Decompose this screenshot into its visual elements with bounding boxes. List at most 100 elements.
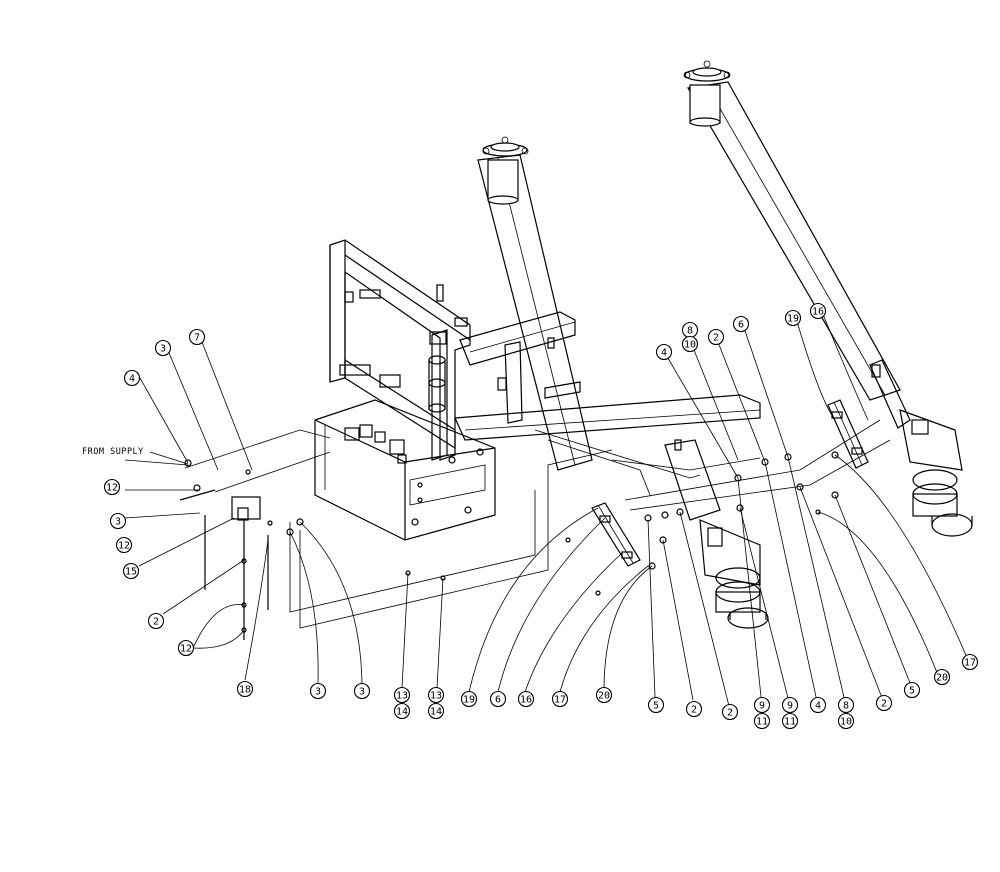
callout-14: 14 (427, 702, 445, 720)
callout-number: 18 (239, 685, 251, 696)
callout-circle (809, 302, 827, 320)
callout-number: 12 (118, 541, 130, 552)
callout-number: 2 (881, 699, 887, 710)
callout-circle (517, 690, 535, 708)
callout-circle (353, 682, 371, 700)
callout-number: 7 (194, 333, 200, 344)
callout-number: 10 (684, 340, 696, 351)
callout-number: 8 (843, 701, 849, 712)
callout-number: 20 (598, 691, 610, 702)
callout-number: 4 (129, 374, 135, 385)
callout-circle (753, 696, 771, 714)
callout-3: 3 (109, 512, 127, 530)
callout-circle (393, 686, 411, 704)
callout-11: 11 (781, 712, 799, 730)
callout-circle (177, 639, 195, 657)
callout-12: 12 (103, 478, 121, 496)
callout-number: 17 (554, 695, 566, 706)
callout-number: 10 (840, 717, 852, 728)
callout-number: 16 (812, 307, 824, 318)
leader-lines (124, 311, 969, 707)
callout-18: 18 (236, 680, 254, 698)
callout-number: 13 (396, 691, 408, 702)
callout-5: 5 (903, 681, 921, 699)
callout-17: 17 (551, 690, 569, 708)
callout-2: 2 (685, 700, 703, 718)
callout-number: 12 (106, 483, 118, 494)
callout-4: 4 (809, 696, 827, 714)
callout-number: 3 (160, 344, 166, 355)
callout-2: 2 (721, 703, 739, 721)
callout-circle (903, 681, 921, 699)
callout-number: 3 (359, 687, 365, 698)
control-box (314, 399, 496, 541)
tube-left (477, 136, 593, 471)
callout-circle (188, 328, 206, 346)
callout-3: 3 (154, 339, 172, 357)
callout-number: 20 (936, 673, 948, 684)
callout-16: 16 (809, 302, 827, 320)
callout-circle (681, 335, 699, 353)
callout-circle (961, 653, 979, 671)
callout-circle (309, 682, 327, 700)
callout-8: 8 (837, 696, 855, 714)
callout-number: 4 (815, 701, 821, 712)
callout-number: 3 (315, 687, 321, 698)
cylinder-left (591, 502, 641, 567)
callout-circle (393, 702, 411, 720)
callout-17: 17 (961, 653, 979, 671)
callout-3: 3 (309, 682, 327, 700)
callout-circle (109, 512, 127, 530)
callout-number: 6 (495, 695, 501, 706)
callout-number: 19 (787, 314, 799, 325)
callout-number: 6 (738, 320, 744, 331)
callout-number: 3 (115, 517, 121, 528)
callout-4: 4 (123, 369, 141, 387)
callout-circle (685, 700, 703, 718)
callout-16: 16 (517, 690, 535, 708)
callout-circle (123, 369, 141, 387)
callout-9: 9 (753, 696, 771, 714)
cylinder-right (827, 399, 869, 469)
callout-9: 9 (781, 696, 799, 714)
callout-circle (427, 686, 445, 704)
callout-number: 11 (756, 717, 768, 728)
left-manifold (179, 459, 446, 640)
callout-circle (933, 668, 951, 686)
callout-circle (809, 696, 827, 714)
callout-number: 14 (430, 707, 442, 718)
callout-2: 2 (875, 694, 893, 712)
callout-circle (732, 315, 750, 333)
callout-15: 15 (122, 562, 140, 580)
callout-circle (784, 309, 802, 327)
callout-number: 9 (759, 701, 765, 712)
callout-circle (707, 328, 725, 346)
callout-circle (551, 690, 569, 708)
callout-number: 4 (661, 348, 667, 359)
frame-assembly (329, 239, 761, 461)
callout-circle (427, 702, 445, 720)
callout-8: 8 (681, 321, 699, 339)
callout-20: 20 (933, 668, 951, 686)
callout-19: 19 (460, 690, 478, 708)
callout-3: 3 (353, 682, 371, 700)
callout-6: 6 (489, 690, 507, 708)
callout-12: 12 (115, 536, 133, 554)
callout-circle (721, 703, 739, 721)
callout-circle (154, 339, 172, 357)
callout-circle (103, 478, 121, 496)
callout-10: 10 (681, 335, 699, 353)
callout-12: 12 (177, 639, 195, 657)
callout-number: 8 (687, 326, 693, 337)
callout-11: 11 (753, 712, 771, 730)
tube-right (683, 60, 901, 401)
callout-circle (781, 712, 799, 730)
callout-circle (236, 680, 254, 698)
motor-left (664, 439, 769, 629)
from-supply-leader (149, 451, 189, 465)
callout-7: 7 (188, 328, 206, 346)
callout-number: 16 (520, 695, 532, 706)
callout-circle (122, 562, 140, 580)
callout-13: 13 (393, 686, 411, 704)
